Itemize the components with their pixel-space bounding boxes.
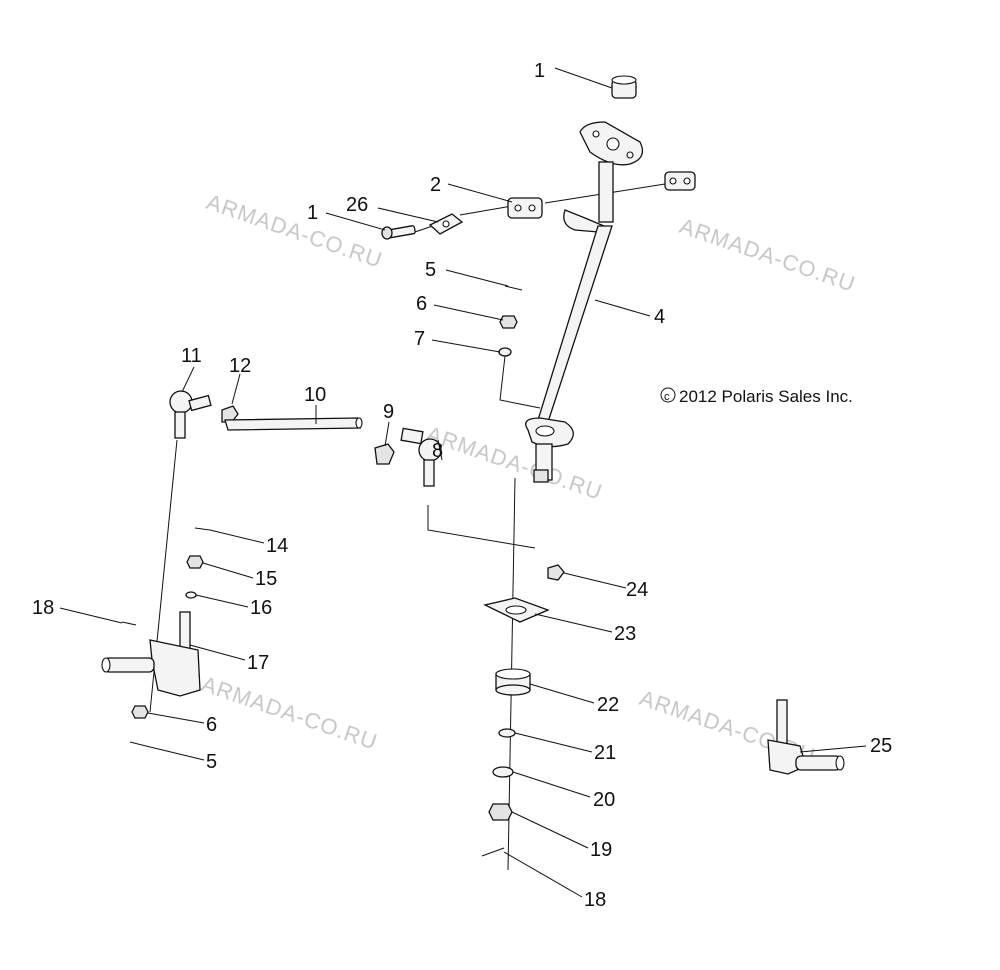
part-cotter-pin-top bbox=[504, 285, 523, 291]
part-washer-16 bbox=[185, 591, 197, 599]
callout-6-top: 6 bbox=[416, 293, 427, 315]
callout-2: 2 bbox=[430, 174, 441, 196]
copyright-text: 2012 Polaris Sales Inc. bbox=[679, 387, 853, 406]
callout-5-bottom: 5 bbox=[206, 751, 217, 773]
callout-9: 9 bbox=[383, 401, 394, 423]
part-nut-bottom-left bbox=[131, 705, 149, 719]
part-jam-nut-9 bbox=[374, 443, 395, 465]
part-washer-21 bbox=[498, 728, 516, 738]
part-cap bbox=[611, 75, 637, 99]
part-nut-top bbox=[499, 315, 518, 329]
part-tie-rod-end-left bbox=[169, 390, 212, 439]
callout-8: 8 bbox=[432, 440, 443, 462]
copyright-circle-icon bbox=[660, 387, 676, 403]
part-steering-post bbox=[525, 121, 644, 483]
part-washer-7 bbox=[498, 347, 512, 357]
callout-18-bottom: 18 bbox=[584, 889, 606, 911]
part-jam-nut-11 bbox=[221, 405, 239, 423]
part-bushing bbox=[495, 668, 531, 696]
part-cotter-pin-bottom bbox=[129, 741, 147, 747]
copyright-symbol: c bbox=[664, 391, 670, 403]
part-clamp-right bbox=[664, 171, 696, 191]
part-cotter-pin-18-left bbox=[121, 621, 137, 626]
part-castle-nut bbox=[488, 803, 513, 821]
callout-25: 25 bbox=[870, 735, 892, 757]
part-spindle-right bbox=[767, 699, 845, 775]
callout-6-bottom: 6 bbox=[206, 714, 217, 736]
watermark-4: ARMADA-CO.RU bbox=[198, 671, 380, 755]
callout-24: 24 bbox=[626, 579, 648, 601]
callout-26: 26 bbox=[346, 194, 368, 216]
callout-17: 17 bbox=[247, 652, 269, 674]
callout-7: 7 bbox=[414, 328, 425, 350]
part-bearing-flange bbox=[483, 597, 550, 623]
part-nut-24 bbox=[547, 564, 565, 581]
copyright-notice: c 2012 Polaris Sales Inc. bbox=[660, 387, 853, 406]
part-clamp-left bbox=[507, 197, 543, 219]
part-plate bbox=[428, 213, 464, 235]
callout-15: 15 bbox=[255, 568, 277, 590]
callout-22: 22 bbox=[597, 694, 619, 716]
callout-19: 19 bbox=[590, 839, 612, 861]
callout-10: 10 bbox=[304, 384, 326, 406]
part-spindle-left bbox=[101, 611, 201, 697]
callout-3: 1 bbox=[534, 60, 545, 82]
part-bolt-1 bbox=[381, 225, 416, 240]
part-washer-20 bbox=[492, 766, 514, 778]
part-tie-rod bbox=[224, 417, 363, 431]
callout-21: 21 bbox=[594, 742, 616, 764]
callout-16: 16 bbox=[250, 597, 272, 619]
watermark-2: ARMADA-CO.RU bbox=[676, 213, 858, 297]
callout-14: 14 bbox=[266, 535, 288, 557]
callout-23: 23 bbox=[614, 623, 636, 645]
part-nut-15 bbox=[186, 555, 204, 569]
callout-5-top: 5 bbox=[425, 259, 436, 281]
part-cotter-pin-18-bottom bbox=[481, 847, 505, 857]
leader-lines bbox=[59, 67, 867, 898]
callout-1: 1 bbox=[307, 202, 318, 224]
part-cotter-pin-14 bbox=[194, 527, 211, 531]
callout-11: 12 bbox=[229, 355, 251, 377]
callouts: 1 1 2 26 5 6 7 4 10 9 8 11 12 14 15 16 1… bbox=[32, 60, 892, 911]
callout-20: 20 bbox=[593, 789, 615, 811]
callout-4: 4 bbox=[654, 306, 665, 328]
part-tie-rod-end-right bbox=[400, 427, 442, 487]
callout-12: 11 bbox=[181, 345, 202, 367]
callout-18-left: 18 bbox=[32, 597, 54, 619]
